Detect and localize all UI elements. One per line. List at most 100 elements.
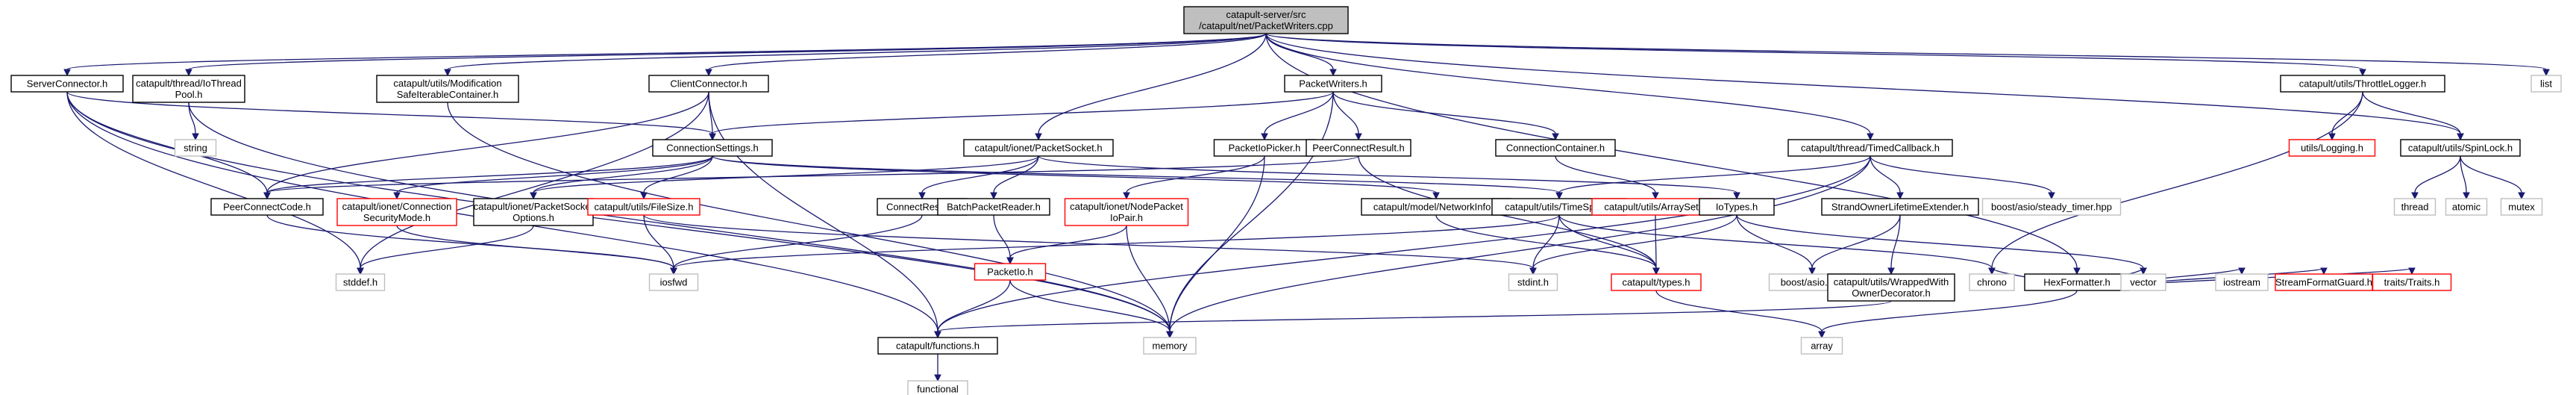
node-box [1495,139,1616,157]
node-box [2445,198,2488,216]
node-fsize[interactable]: catapult/utils/FileSize.h [587,198,701,216]
node-thread[interactable]: thread [2393,198,2436,216]
node-pw[interactable]: PacketWriters.h [1284,75,1382,93]
edge-cs-to-csm [393,155,713,200]
node-box [963,139,1114,157]
edge-ps-to-cres [918,155,1039,200]
node-box [2530,75,2562,93]
node-ps[interactable]: catapult/ionet/PacketSocket.h [963,139,1114,157]
node-root[interactable]: catapult-server/src/catapult/net/PacketW… [1183,6,1349,34]
node-stdint[interactable]: stdint.h [1508,273,1558,291]
edge-cs-to-pso [530,155,713,200]
node-box [1787,139,1953,157]
node-pcc[interactable]: PeerConnectCode.h [210,198,324,216]
node-array[interactable]: array [1800,337,1843,355]
node-tlog[interactable]: catapult/utils/ThrottleLogger.h [2280,75,2445,93]
node-piop[interactable]: PacketIoPicker.h [1213,139,1316,157]
node-sc[interactable]: ServerConnector.h [10,75,124,93]
node-label: catapult/thread/IoThread [136,78,242,89]
node-box [1306,139,1411,157]
node-label: mutex [2508,202,2535,213]
node-box [877,337,998,355]
node-box [2288,139,2376,157]
edge-pw-to-memory [1166,91,1334,339]
node-box [132,75,245,103]
node-iotypes[interactable]: IoTypes.h [1699,198,1775,216]
node-label: catapult/utils/Modification [393,78,501,89]
node-label: StreamFormatGuard.h [2275,277,2372,288]
node-box [2215,273,2269,291]
node-ctypes[interactable]: catapult/types.h [1611,273,1702,291]
node-box [174,139,217,157]
node-cs[interactable]: ConnectionSettings.h [652,139,773,157]
node-pcr[interactable]: PeerConnectResult.h [1306,139,1411,157]
node-tlogging[interactable]: utils/Logging.h [2288,139,2376,157]
node-box [1183,6,1349,34]
node-func[interactable]: catapult/functions.h [877,337,998,355]
node-label: catapult/ionet/Connection [342,201,452,212]
node-hexf[interactable]: HexFormatter.h [2024,273,2130,291]
edge-root-to-list [1265,33,2550,77]
node-label: ServerConnector.h [27,78,107,90]
node-traits[interactable]: traits/Traits.h [2372,273,2452,291]
node-label: iostream [2223,277,2260,288]
node-box [907,380,968,395]
node-spin[interactable]: catapult/utils/SpinLock.h [2400,139,2521,157]
node-bpr[interactable]: BatchPacketReader.h [937,198,1050,216]
node-box [2500,198,2543,216]
node-string[interactable]: string [174,139,217,157]
node-box [1699,198,1775,216]
node-stddef[interactable]: stddef.h [335,273,386,291]
node-wrapped[interactable]: catapult/utils/WrappedWithOwnerDecorator… [1827,273,1955,302]
node-sttimer[interactable]: boost/asio/steady_timer.hpp [1981,198,2122,216]
node-label: catapult/functions.h [896,340,980,352]
edge-pw-to-conn [1332,91,1559,141]
node-list[interactable]: list [2530,75,2562,93]
node-label: stdint.h [1517,277,1549,288]
node-label: SafeIterableContainer.h [397,89,499,100]
node-box [1821,198,1979,216]
node-aset[interactable]: catapult/utils/ArraySet.h [1591,198,1720,216]
node-box [2372,273,2452,291]
node-modsafe[interactable]: catapult/utils/ModificationSafeIterableC… [376,75,519,103]
edge-pktio-to-func [934,279,1011,339]
node-sole[interactable]: StrandOwnerLifetimeExtender.h [1821,198,1979,216]
edge-iotp-to-memory [188,102,1173,339]
edge-conn-to-aset [1555,155,1659,200]
node-label: SecurityMode.h [363,212,430,223]
node-sfg[interactable]: StreamFormatGuard.h [2275,273,2373,291]
edge-spin-to-atomic [2460,155,2470,200]
node-label: catapult/ionet/PacketSocket [474,201,594,212]
edges-layer [63,33,2550,382]
node-tcb[interactable]: catapult/thread/TimedCallback.h [1787,139,1953,157]
node-mutex[interactable]: mutex [2500,198,2543,216]
node-label: boost/asio/steady_timer.hpp [1991,202,2112,213]
node-label: chrono [1977,277,2007,288]
node-vector[interactable]: vector [2120,273,2166,291]
node-label: PeerConnectCode.h [223,202,311,213]
edge-sc-to-pcc [66,91,271,200]
node-label: catapult/utils/ThrottleLogger.h [2299,78,2427,90]
node-label: utils/Logging.h [2301,143,2363,154]
node-iosfwd[interactable]: iosfwd [648,273,699,291]
node-pktio[interactable]: PacketIo.h [974,263,1047,281]
node-iostream[interactable]: iostream [2215,273,2269,291]
node-functional[interactable]: functional [907,380,968,395]
node-label: ClientConnector.h [670,78,747,90]
node-label: ConnectionContainer.h [1506,143,1605,154]
node-label: stddef.h [343,277,377,288]
node-cc[interactable]: ClientConnector.h [648,75,769,93]
node-label: catapult/utils/SpinLock.h [2408,143,2513,154]
edge-pktio-to-memory [1009,279,1173,339]
node-conn[interactable]: ConnectionContainer.h [1495,139,1616,157]
node-memory[interactable]: memory [1143,337,1197,355]
node-label: ConnectionSettings.h [666,143,759,154]
node-atomic[interactable]: atomic [2445,198,2488,216]
node-netinfo[interactable]: catapult/model/NetworkInfo.h [1361,198,1511,216]
node-chrono[interactable]: chrono [1969,273,2015,291]
